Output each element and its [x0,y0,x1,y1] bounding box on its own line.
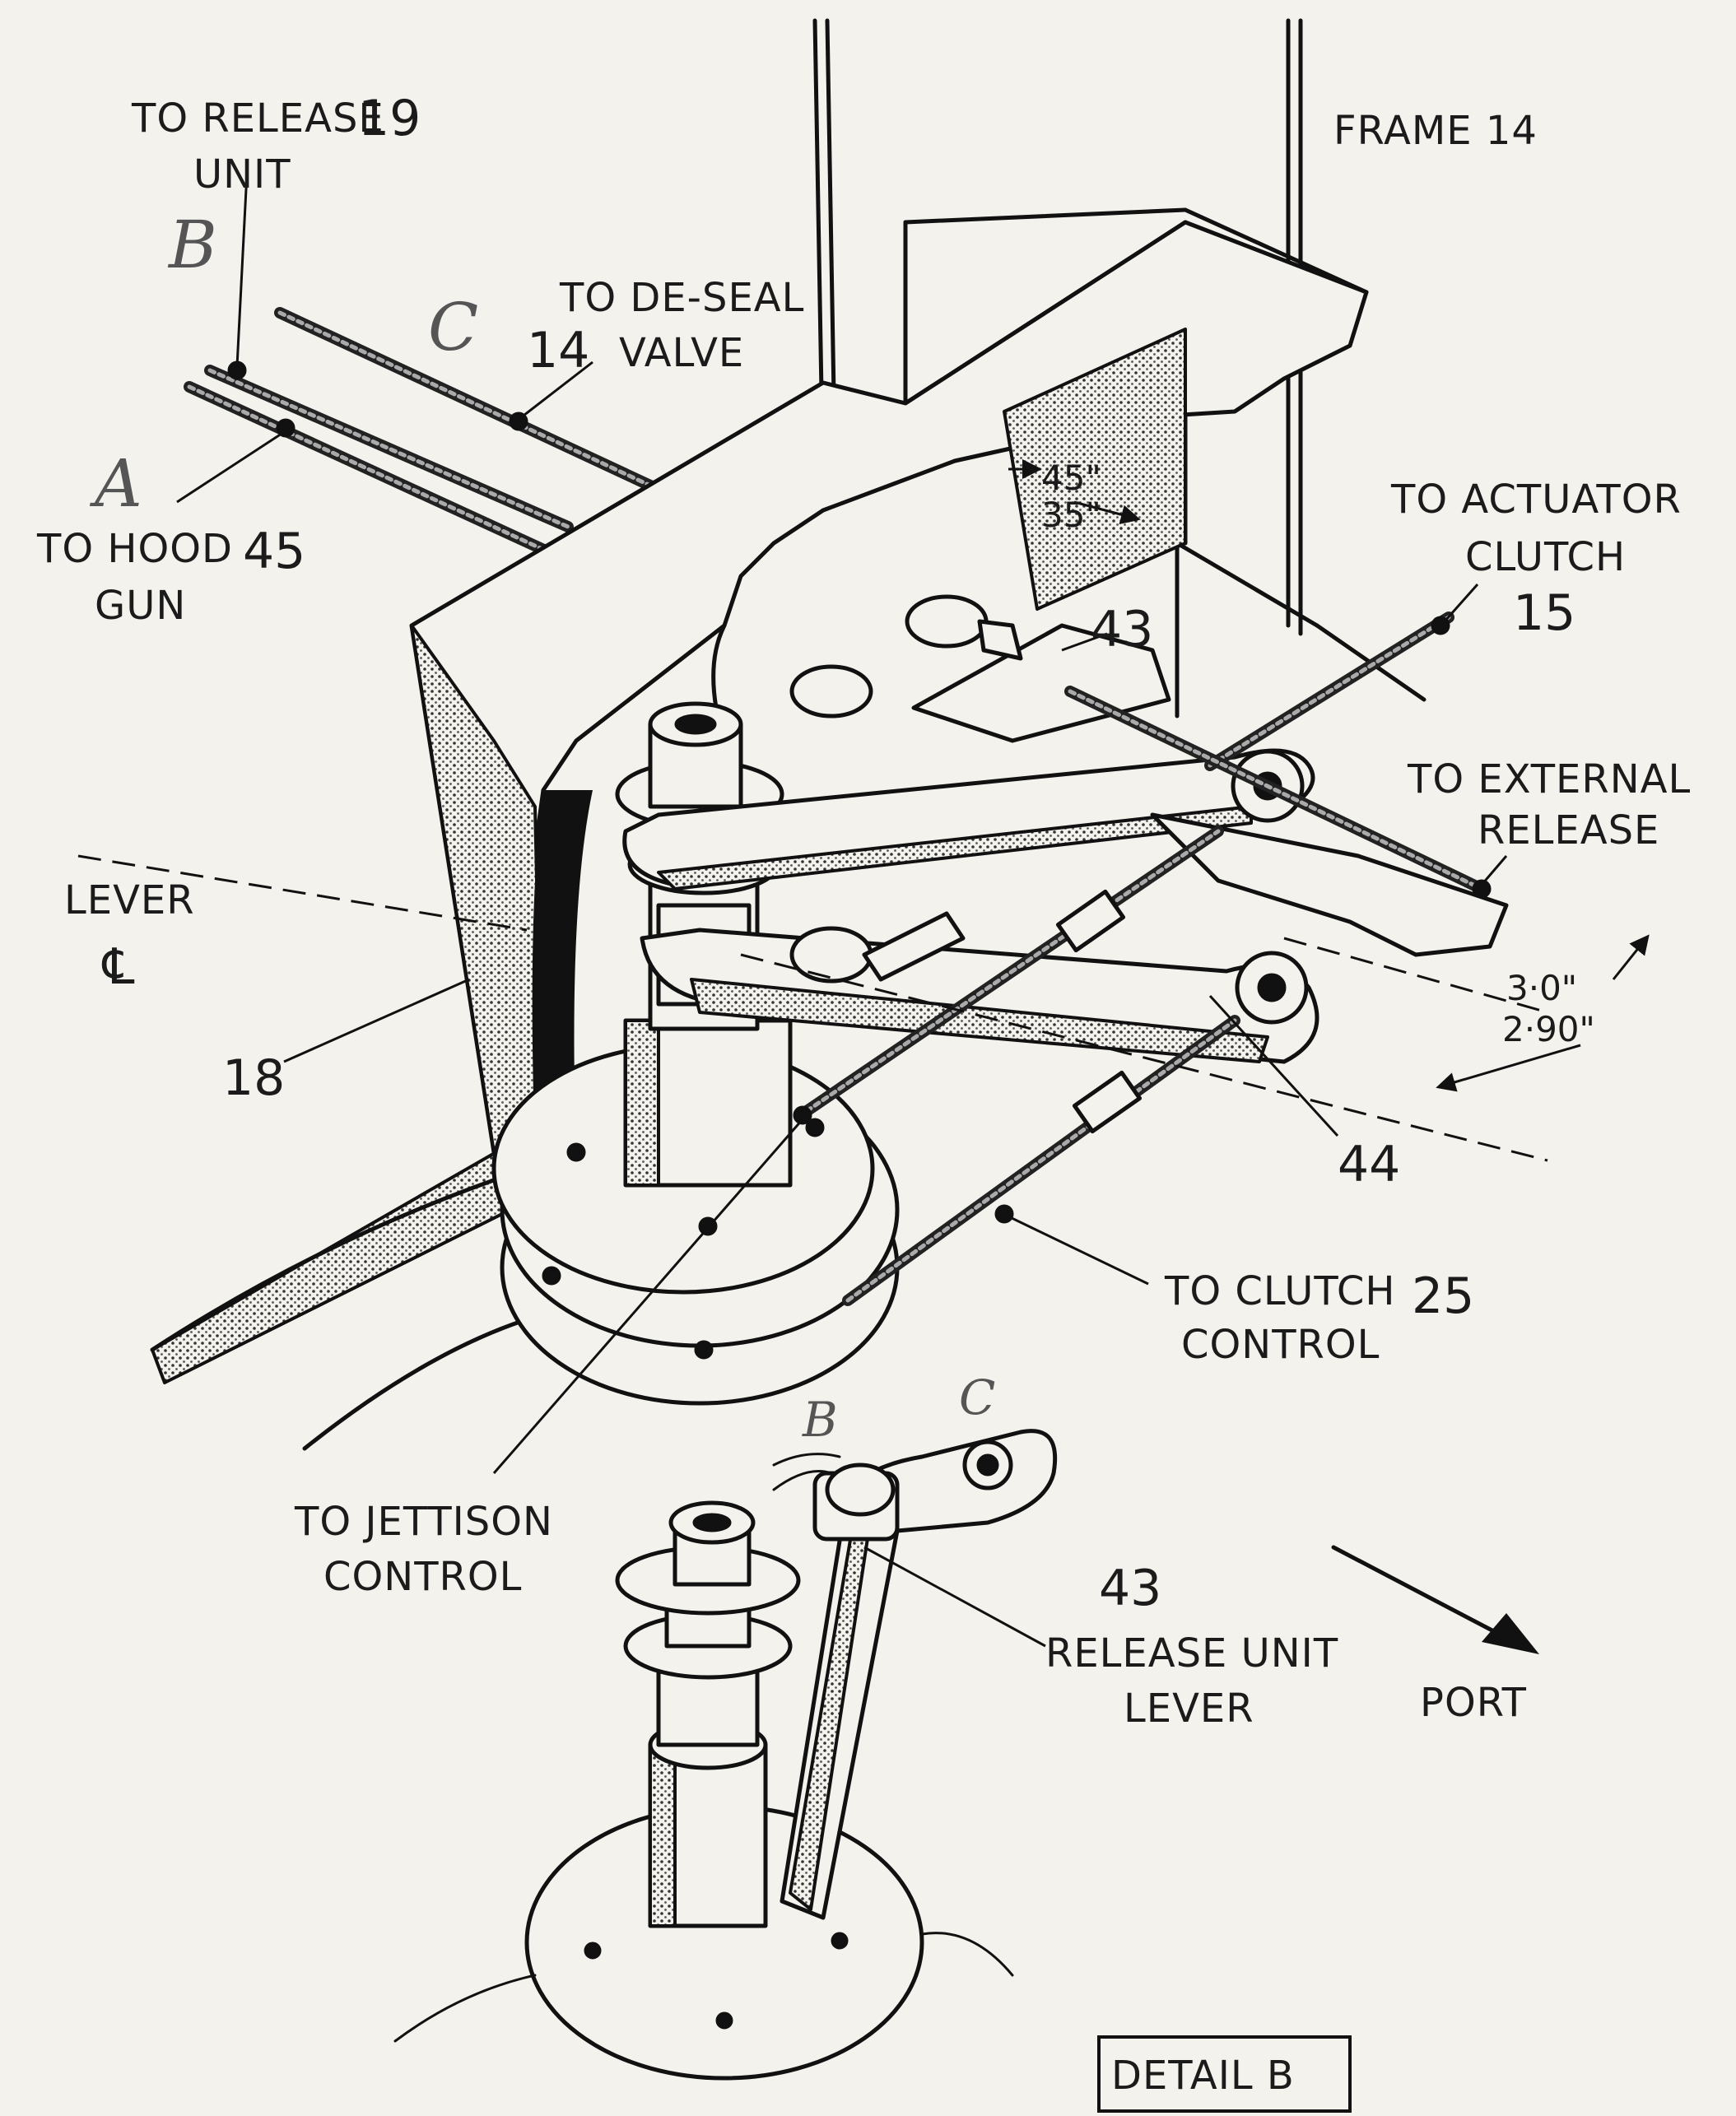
label-part-43: 43 [1091,601,1153,658]
housing-bracket [150,220,1369,1451]
detail-b-drawing [393,1429,1058,2081]
label-release-num: 19 [358,90,421,147]
dim-35: 35" [1041,495,1101,535]
port-direction-arrow [1331,1545,1539,1654]
label-de-seal-num: 14 [527,322,589,379]
label-jettison-control: CONTROL [323,1554,522,1600]
dimension-arrows [1008,459,1650,1092]
label-release-unit: UNIT [193,151,291,198]
label-to-external: TO EXTERNAL [1407,756,1691,802]
push-pull-cables [793,612,1492,1306]
label-part-18: 18 [222,1049,285,1107]
label-clutch: CLUTCH [1465,534,1626,580]
label-to-jettison: TO JETTISON [294,1499,553,1545]
handwritten-b-small: B [802,1392,838,1448]
dim-3-0: 3·0" [1506,968,1577,1008]
cable-a-marker [276,418,296,438]
label-release-unit-lever-2: LEVER [1124,1686,1254,1732]
lever-arms [622,594,1509,1064]
centre-lines [77,854,1548,1162]
label-detail-b: DETAIL B [1111,2053,1295,2099]
handwritten-c: C [428,289,478,365]
label-hood-num: 45 [243,523,305,580]
handwritten-c-small: C [959,1370,995,1425]
label-gun: GUN [95,583,186,629]
label-ext-release: RELEASE [1478,807,1659,853]
control-cables [184,307,656,557]
label-port: PORT [1420,1680,1527,1726]
handwritten-a: A [89,445,142,522]
label-to-hood: TO HOOD [36,526,233,572]
dim-2-90: 2·90" [1502,1009,1595,1049]
dim-45: 45" [1041,458,1101,498]
label-to-release: TO RELEASE [131,95,384,142]
label-lever: LEVER [64,877,195,923]
label-actuator-num: 15 [1513,584,1575,642]
label-clutch-num: 25 [1412,1267,1474,1325]
label-to-de-seal: TO DE-SEAL [559,275,804,321]
label-detail-43: 43 [1099,1560,1161,1617]
label-lever-centreline: ℄ [101,938,135,996]
label-to-clutch: TO CLUTCH [1164,1268,1395,1314]
label-frame-14: FRAME 14 [1333,108,1538,154]
label-part-44: 44 [1338,1136,1400,1193]
label-to-actuator: TO ACTUATOR [1390,477,1682,523]
label-release-unit-lever-1: RELEASE UNIT [1045,1630,1338,1677]
label-clutch-control: CONTROL [1181,1322,1380,1368]
leader-lines [176,172,1508,1474]
detail-b-box [1097,2035,1352,2113]
label-valve: VALVE [619,330,744,376]
handwritten-b: B [167,207,217,283]
